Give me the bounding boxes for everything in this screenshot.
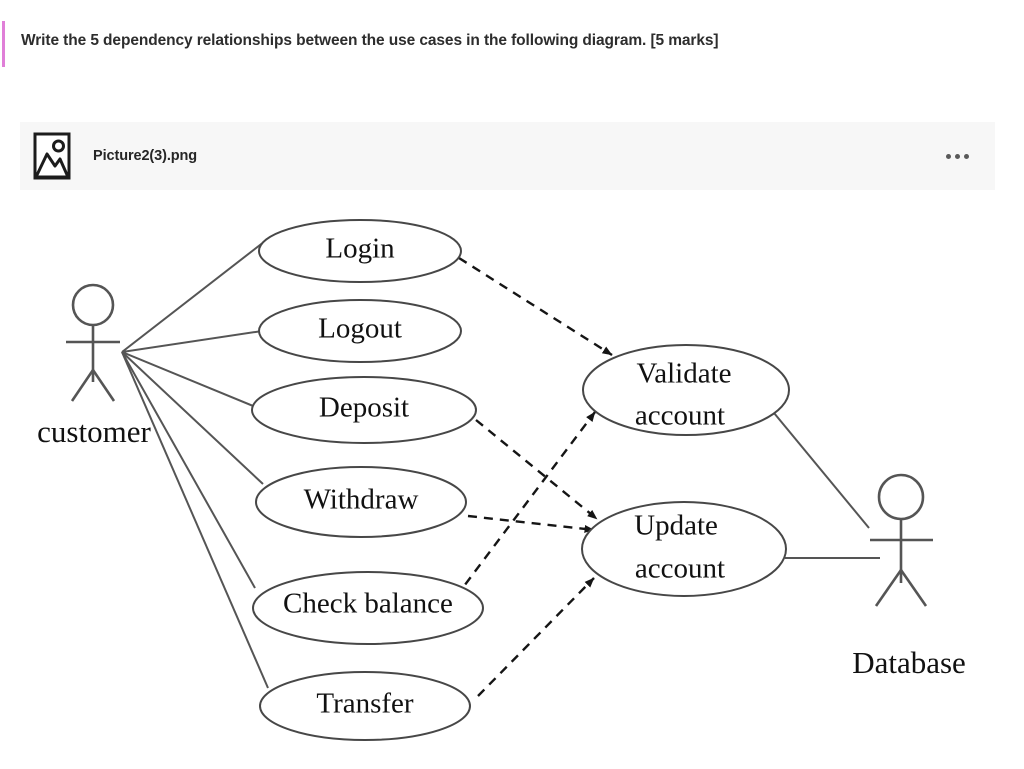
use-case-deposit: Deposit xyxy=(251,376,477,444)
use-case-deposit-label: Deposit xyxy=(319,392,409,424)
use-case-validate-account-label-line2: account xyxy=(635,400,725,432)
association-customer-transfer xyxy=(121,351,269,689)
actor-database-label: Database xyxy=(852,645,966,680)
use-case-diagram: customer Database Login Logout Deposit W… xyxy=(0,196,1024,769)
actor-customer-label: customer xyxy=(37,414,151,449)
question-accent-bar xyxy=(2,21,5,67)
dependency-check-balance-validate-account xyxy=(445,411,596,611)
use-case-transfer: Transfer xyxy=(259,671,471,741)
use-case-logout: Logout xyxy=(258,299,462,363)
more-options-dot xyxy=(964,153,969,159)
association-customer-deposit xyxy=(121,351,259,409)
use-case-withdraw-label: Withdraw xyxy=(304,484,419,516)
association-validate-account-database xyxy=(759,395,870,529)
use-case-check-balance-label: Check balance xyxy=(283,588,453,620)
dependency-transfer-update-account xyxy=(477,577,595,697)
dependency-login-validate-account xyxy=(458,256,613,357)
actor-customer: customer xyxy=(37,283,151,449)
question-prompt: Write the 5 dependency relationships bet… xyxy=(21,32,719,49)
use-case-withdraw: Withdraw xyxy=(255,466,467,538)
dependency-withdraw-update-account xyxy=(467,514,595,533)
use-case-update-account-label-line1: Update xyxy=(634,510,718,542)
use-case-login-label: Login xyxy=(325,233,395,265)
attachment-filename: Picture2(3).png xyxy=(93,148,198,164)
use-case-login: Login xyxy=(258,219,462,283)
use-case-check-balance: Check balance xyxy=(252,571,484,645)
use-case-validate-account-label-line1: Validate xyxy=(636,358,731,390)
dependency-deposit-update-account xyxy=(475,419,598,520)
association-customer-withdraw xyxy=(121,351,264,485)
association-customer-login xyxy=(121,237,270,353)
more-options-dot xyxy=(946,153,951,159)
attachment-row[interactable]: Picture2(3).png xyxy=(20,122,995,190)
use-case-transfer-label: Transfer xyxy=(316,688,414,720)
association-customer-check-balance xyxy=(121,351,256,589)
more-options-dot xyxy=(955,153,960,159)
more-options-icon[interactable] xyxy=(946,153,969,159)
association-customer-logout xyxy=(121,330,263,353)
image-thumbnail-icon xyxy=(33,132,79,180)
use-case-validate-account: Validate account xyxy=(582,344,790,436)
use-case-update-account-label-line2: account xyxy=(635,553,725,585)
use-case-update-account: Update account xyxy=(581,501,787,597)
actor-database: Database xyxy=(852,473,966,680)
use-case-logout-label: Logout xyxy=(318,313,402,345)
